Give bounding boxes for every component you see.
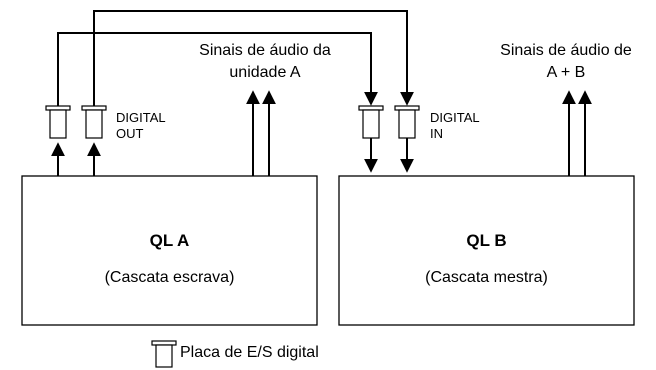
unit-qlb-role: (Cascata mestra) bbox=[425, 269, 548, 286]
unit-qla-role: (Cascata escrava) bbox=[104, 269, 235, 286]
unit-box-qlb bbox=[338, 175, 635, 326]
digital-out-connector-2 bbox=[81, 105, 107, 139]
unit-qlb-name: QL B bbox=[466, 231, 507, 250]
signal-a-plus-b-label: Sinais de áudio de A + B bbox=[500, 42, 632, 81]
legend-label: Placa de E/S digital bbox=[180, 344, 319, 361]
digital-in-connector-1 bbox=[358, 105, 384, 139]
digital-out-connector-1 bbox=[45, 105, 71, 139]
digital-out-label: DIGITAL OUT bbox=[116, 110, 166, 141]
unit-box-qla bbox=[21, 175, 318, 326]
cascade-cable-outer bbox=[93, 10, 414, 108]
cascade-cable-inner bbox=[57, 32, 378, 108]
signal-unit-a-label: Sinais de áudio da unidade A bbox=[199, 42, 331, 81]
digital-in-connector-2 bbox=[394, 105, 420, 139]
unit-qla-name: QL A bbox=[149, 231, 190, 250]
io-card-icon bbox=[151, 340, 177, 368]
digital-in-label: DIGITAL IN bbox=[430, 110, 480, 141]
